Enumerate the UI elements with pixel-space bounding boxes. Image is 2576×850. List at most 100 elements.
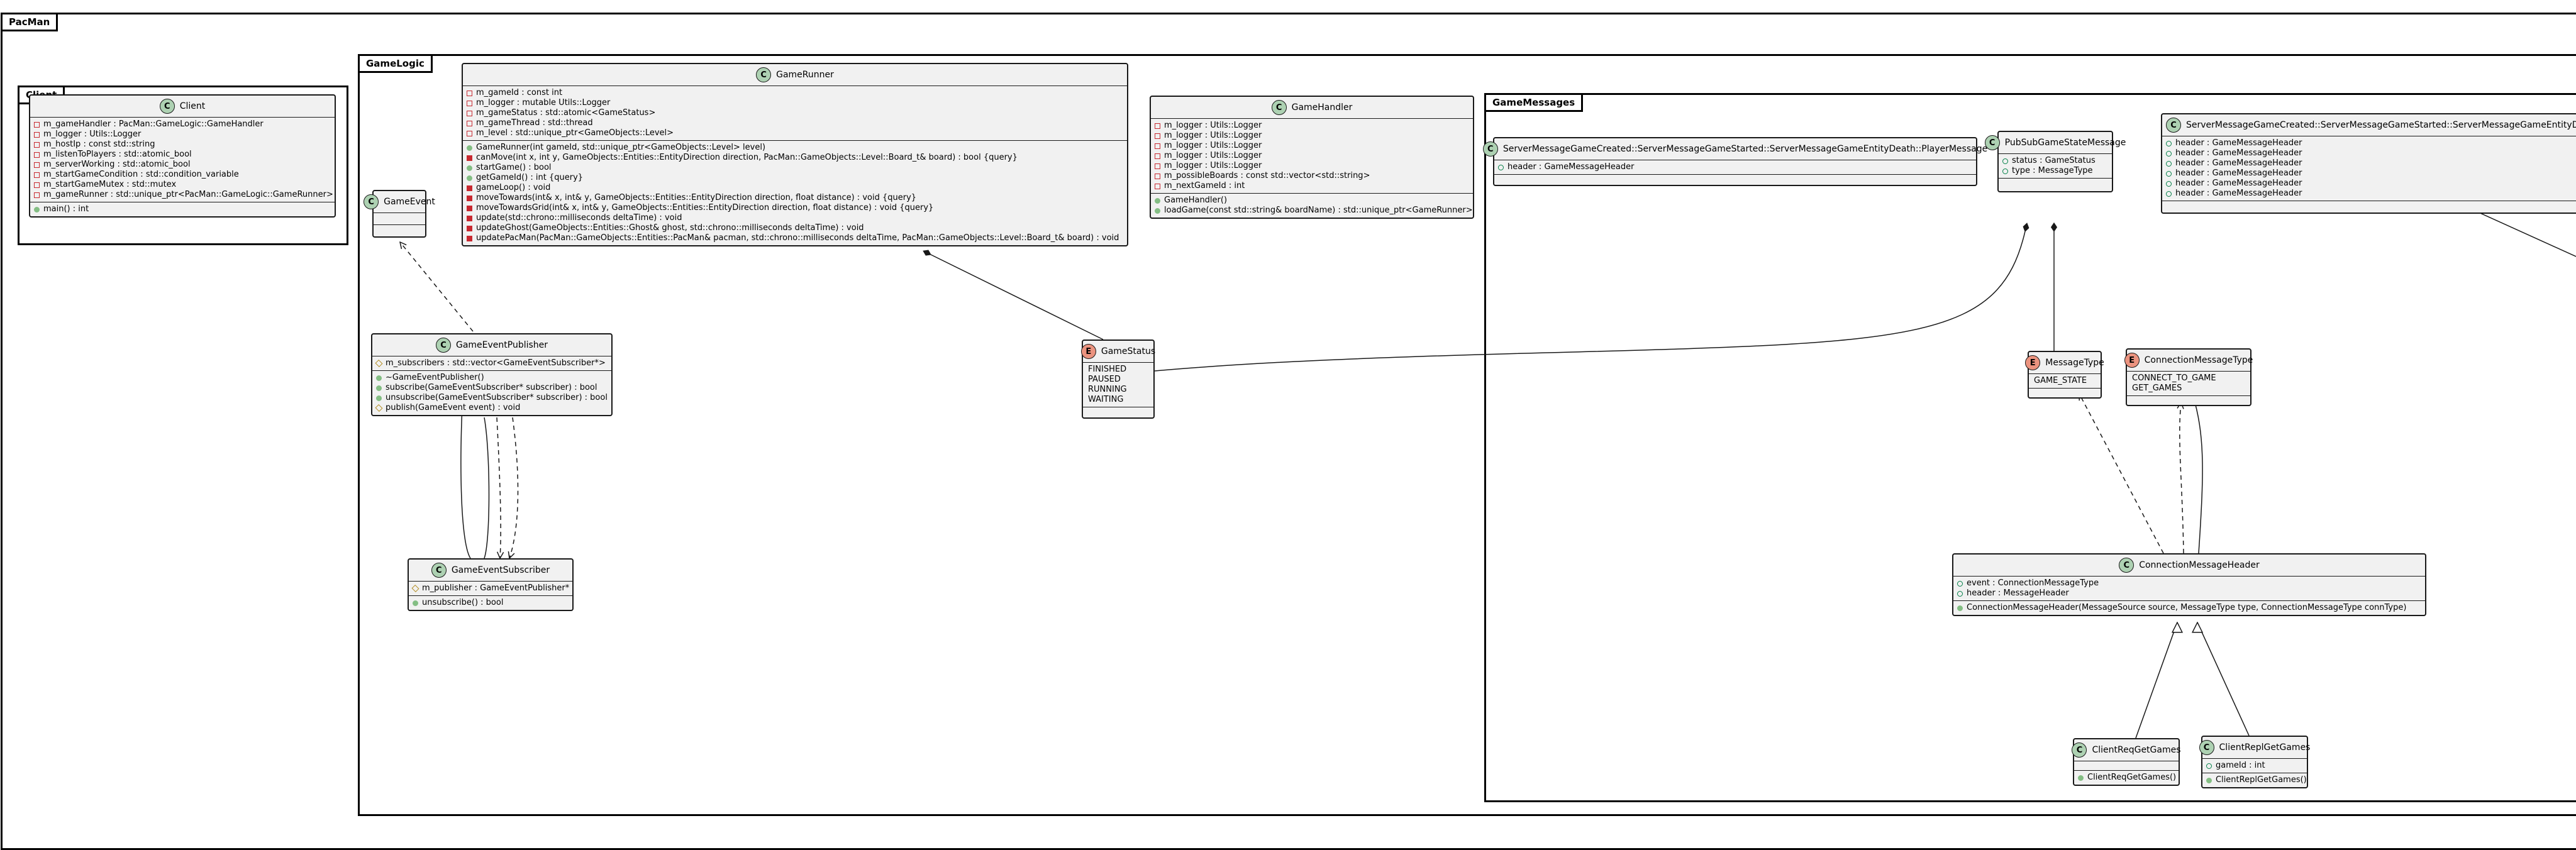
field-row: event : ConnectionMessageType: [1957, 578, 2421, 588]
field-text: m_gameThread : std::thread: [476, 118, 593, 128]
protected-icon: [375, 404, 383, 412]
public-icon: [2166, 160, 2172, 167]
edge-clientrepl-extends-header: [2197, 622, 2250, 736]
class-fields: event : ConnectionMessageType header : M…: [1953, 576, 2425, 600]
class-icon: C: [1271, 100, 1287, 115]
field-text: type : MessageType: [2012, 166, 2093, 175]
method-text: getGameId() : int {query}: [476, 173, 584, 182]
field-text: header : GameMessageHeader: [2175, 148, 2302, 158]
field-row: status : GameStatus: [2002, 156, 2108, 166]
method-text: subscribe(GameEventSubscriber* subscribe…: [386, 383, 597, 392]
field-text: m_logger : Utils::Logger: [1164, 131, 1262, 140]
method-text: moveTowards(int& x, int& y, GameObjects:…: [476, 193, 917, 202]
method-text: ClientReqGetGames(): [2087, 773, 2177, 782]
enum-value: WAITING: [1088, 395, 1124, 404]
field-row: header : MessageHeader: [1957, 588, 2421, 599]
class-fields: m_logger : Utils::Logger m_logger : Util…: [1151, 118, 1473, 193]
field-text: m_gameRunner : std::unique_ptr<PacMan::G…: [43, 190, 333, 199]
class-methods: [1999, 178, 2112, 191]
class-fields: gameId : int: [2202, 758, 2307, 773]
public-icon: [2002, 168, 2008, 174]
class-gameeventsubscriber[interactable]: C GameEventSubscriber m_publisher : GameE…: [408, 558, 574, 611]
class-fields: m_gameId : const int m_logger : mutable …: [463, 86, 1127, 140]
public-icon: [1155, 197, 1160, 204]
public-icon: [1498, 164, 1504, 170]
class-icon: C: [2199, 740, 2214, 755]
private-icon: [1155, 173, 1160, 179]
class-icon: C: [435, 338, 451, 353]
method-text: startGame() : bool: [476, 163, 552, 172]
field-text: m_gameId : const int: [476, 88, 563, 97]
package-gamelogic: GameLogic: [358, 54, 2576, 816]
class-title: ConnectionMessageType: [2144, 355, 2253, 365]
class-title: ClientReqGetGames: [2092, 745, 2181, 755]
field-text: m_possibleBoards : const std::vector<std…: [1164, 171, 1370, 180]
public-icon: [2078, 775, 2084, 781]
private-icon: [467, 120, 472, 126]
field-row: m_gameId : const int: [467, 88, 1123, 98]
class-title: ServerMessageGameCreated::ServerMessageG…: [2185, 120, 2576, 130]
method-row: GameRunner(int gameId, std::unique_ptr<G…: [467, 143, 1123, 153]
private-icon: [467, 235, 472, 241]
public-icon: [376, 375, 382, 381]
private-icon: [1155, 123, 1160, 129]
class-methods: GameHandler() loadGame(const std::string…: [1151, 193, 1473, 218]
field-row: type : MessageType: [2002, 166, 2108, 176]
public-icon: [467, 165, 472, 171]
method-row: main() : int: [34, 204, 331, 214]
private-icon: [1155, 133, 1160, 139]
private-icon: [34, 182, 40, 188]
private-icon: [467, 195, 472, 201]
class-fields: [2074, 761, 2179, 770]
class-title: Client: [179, 101, 206, 111]
private-icon: [1155, 183, 1160, 189]
method-row: publish(GameEvent event) : void: [375, 403, 608, 413]
private-icon: [34, 192, 40, 198]
method-row: ConnectionMessageHeader(MessageSource so…: [1957, 603, 2421, 613]
field-text: m_logger : Utils::Logger: [43, 130, 142, 139]
method-text: GameHandler(): [1164, 196, 1228, 205]
method-text: ConnectionMessageHeader(MessageSource so…: [1967, 603, 2407, 612]
field-text: m_subscribers : std::vector<GameEventSub…: [386, 358, 606, 368]
class-icon: C: [1482, 141, 1498, 157]
method-row: ~GameEventPublisher(): [376, 373, 608, 383]
class-title: GameEventSubscriber: [451, 565, 550, 575]
edge-entitydeath-composes-offscreen: [2460, 202, 2576, 257]
field-row: header : GameMessageHeader: [2166, 158, 2576, 168]
public-icon: [2206, 777, 2212, 783]
method-row: GameHandler(): [1155, 196, 1469, 206]
method-row: moveTowards(int& x, int& y, GameObjects:…: [467, 193, 1123, 203]
field-row: m_level : std::unique_ptr<GameObjects::L…: [467, 128, 1123, 138]
private-icon: [467, 185, 472, 191]
method-text: gameLoop() : void: [476, 183, 551, 192]
private-icon: [467, 110, 472, 116]
method-row: subscribe(GameEventSubscriber* subscribe…: [376, 383, 608, 393]
method-row: getGameId() : int {query}: [467, 173, 1123, 183]
class-fields: [374, 213, 425, 224]
field-text: status : GameStatus: [2012, 156, 2096, 165]
enum-value: FINISHED: [1088, 365, 1127, 374]
edge-pubsub-composes-gamestatus: [1154, 223, 2029, 372]
edge-publisher-dep-subscriber-1: [496, 417, 501, 558]
package-gamemessages: GameMessages: [1484, 93, 2576, 802]
field-row: m_gameThread : std::thread: [467, 118, 1123, 128]
class-fields: header : GameMessageHeader header : Game…: [2162, 136, 2576, 201]
class-icon: C: [431, 563, 447, 578]
field-row: m_publisher : GameEventPublisher*: [411, 583, 569, 593]
edge-gamerunner-composes-gamestatus: [923, 250, 1104, 340]
